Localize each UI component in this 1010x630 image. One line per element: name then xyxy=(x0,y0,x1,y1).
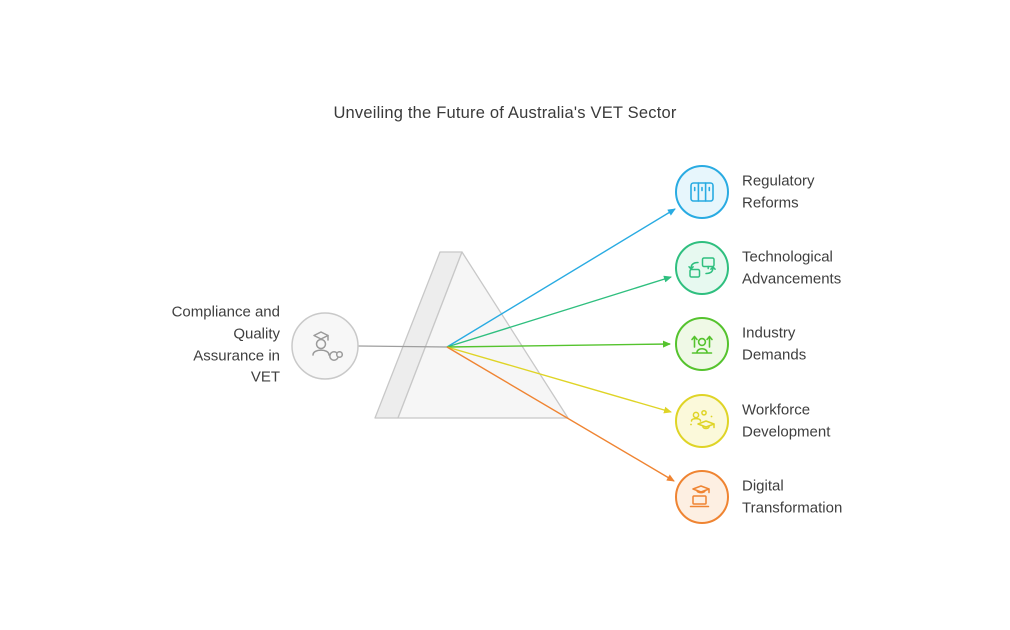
node-circle xyxy=(675,394,729,448)
node-regulatory-reforms xyxy=(675,165,729,219)
arrow-industry-demands xyxy=(446,340,671,348)
node-circle xyxy=(675,317,729,371)
label-digital-transformation: Digital Transformation xyxy=(742,477,843,516)
node-circle xyxy=(675,241,729,295)
source-connector-line xyxy=(357,345,448,348)
node-industry-demands xyxy=(675,317,729,371)
node-circle xyxy=(675,165,729,219)
label-technological-advancements: Technological Advancements xyxy=(742,248,842,287)
node-technological-advancements xyxy=(675,241,729,295)
source-node xyxy=(291,312,359,380)
source-label: Compliance and Quality Assurance in VET xyxy=(171,303,280,386)
page-title: Unveiling the Future of Australia's VET … xyxy=(333,104,677,122)
team-graduation-icon xyxy=(690,409,715,430)
arrow-workforce-development xyxy=(446,346,672,414)
prism-front-face xyxy=(397,251,569,419)
label-regulatory-reforms: Regulatory Reforms xyxy=(742,172,815,211)
prism xyxy=(374,251,569,419)
arrow-regulatory-reforms xyxy=(446,208,676,348)
library-books-icon xyxy=(690,182,714,202)
refracted-arrows xyxy=(446,208,676,482)
node-digital-transformation xyxy=(675,470,729,524)
label-industry-demands: Industry Demands xyxy=(742,324,807,363)
node-workforce-development xyxy=(675,394,729,448)
node-circle xyxy=(675,470,729,524)
arrow-digital-transformation xyxy=(446,346,675,482)
arrow-technological-advancements xyxy=(446,275,672,348)
graduate-person-cloud-icon xyxy=(312,331,344,361)
person-growth-icon xyxy=(691,335,713,354)
label-workforce-development: Workforce Development xyxy=(742,401,831,440)
laptop-graduation-icon xyxy=(689,485,710,508)
screens-sync-icon xyxy=(688,257,716,278)
